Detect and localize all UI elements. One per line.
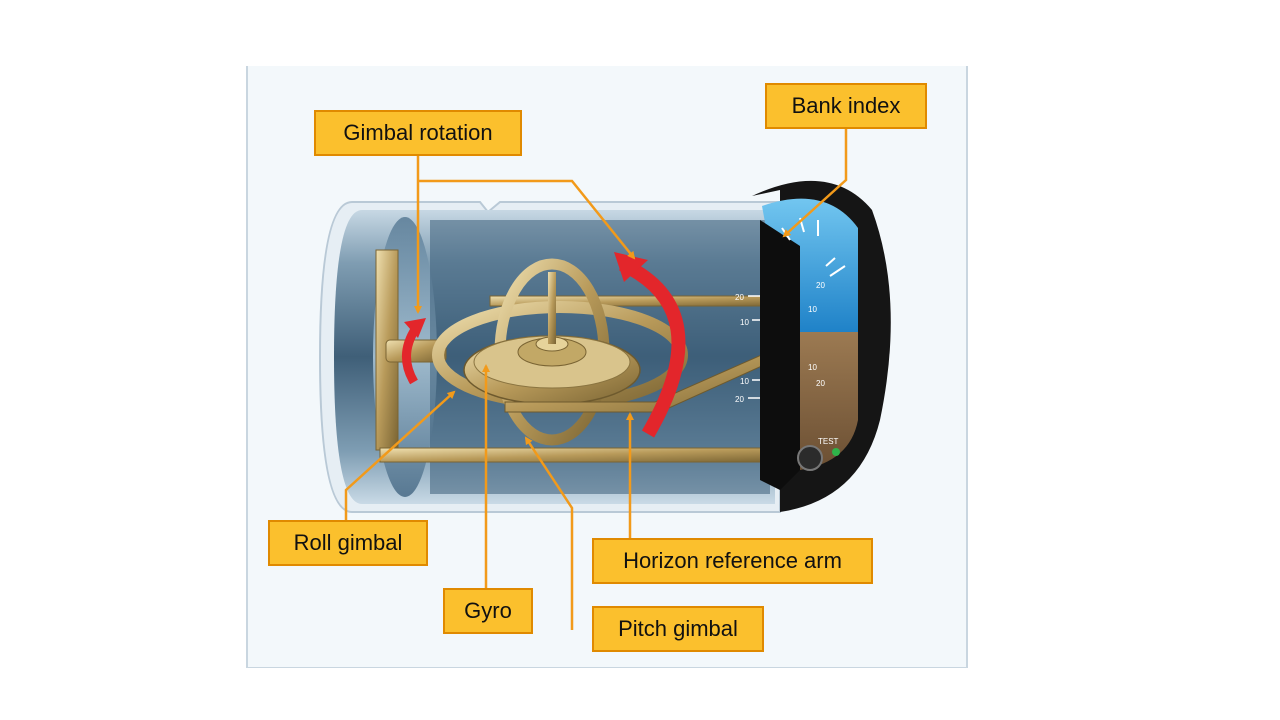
label-gimbal-rotation: Gimbal rotation	[314, 110, 522, 156]
gyro-rotor	[463, 272, 641, 405]
dial-mark: 20	[816, 379, 825, 388]
label-gyro: Gyro	[443, 588, 533, 634]
instrument-face: 20 10 10 20 TEST	[752, 180, 891, 512]
gimbal-rotation-arrow	[618, 257, 686, 438]
status-light	[832, 448, 840, 456]
gimbal-spindle	[385, 339, 447, 363]
spindle-arrowhead	[404, 318, 426, 338]
label-bank-index: Bank index	[765, 83, 927, 129]
dial-mark: 20	[816, 281, 825, 290]
scale-mark: 10	[740, 318, 749, 327]
dial-mark: 10	[808, 305, 817, 314]
scale-mark: 10	[740, 377, 749, 386]
test-knob	[797, 445, 823, 471]
label-pitch-gimbal: Pitch gimbal	[592, 606, 764, 652]
leader-lines	[344, 129, 848, 630]
rotation-arrowhead	[614, 252, 648, 282]
dial-mark: 10	[808, 363, 817, 372]
scale-mark: 20	[735, 395, 744, 404]
label-horizon-reference-arm: Horizon reference arm	[592, 538, 873, 584]
label-roll-gimbal: Roll gimbal	[268, 520, 428, 566]
test-label: TEST	[818, 437, 839, 446]
scale-mark: 20	[735, 293, 744, 302]
